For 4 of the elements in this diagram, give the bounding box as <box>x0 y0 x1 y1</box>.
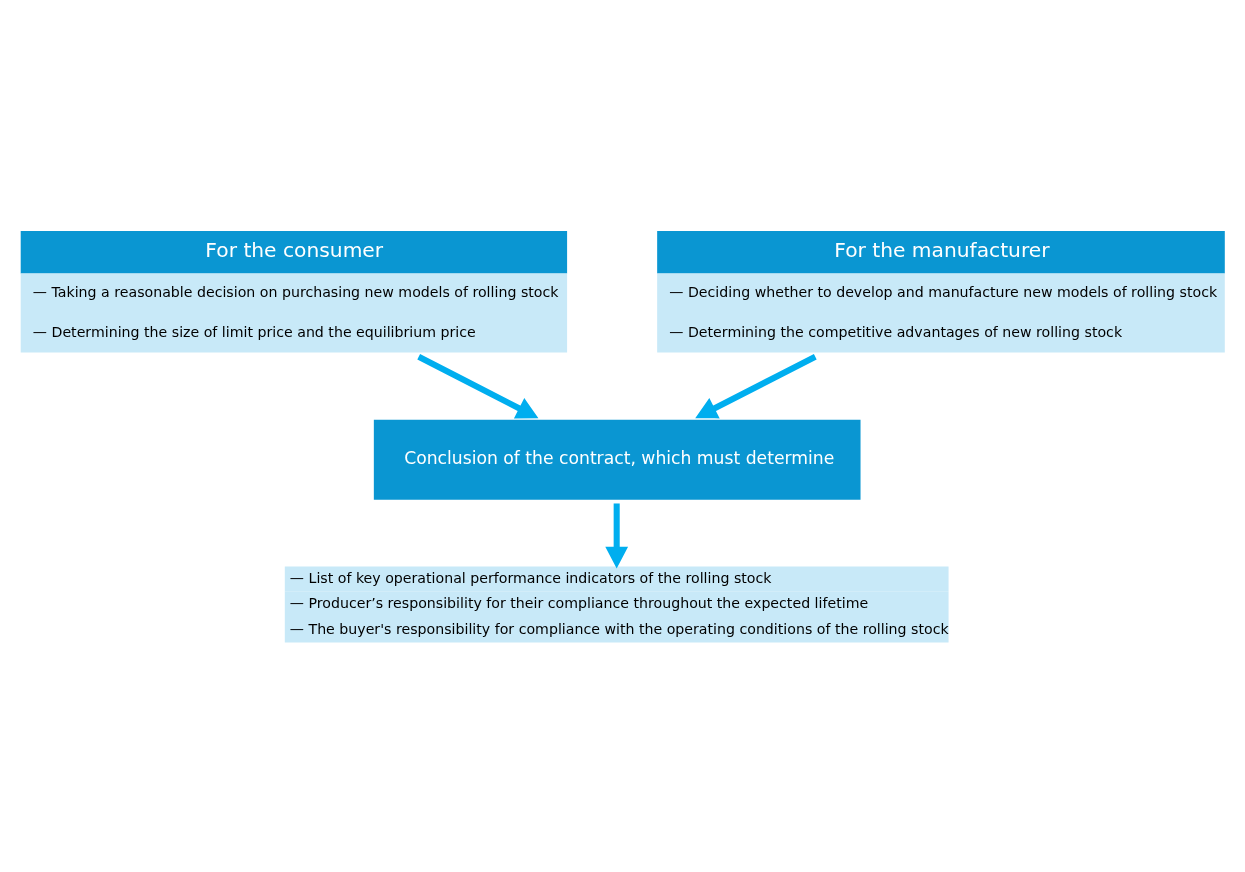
arrow <box>417 353 539 418</box>
arrow <box>695 353 817 418</box>
node-box: Conclusion of the contract, which must determine <box>373 419 861 500</box>
arrow <box>605 502 629 568</box>
